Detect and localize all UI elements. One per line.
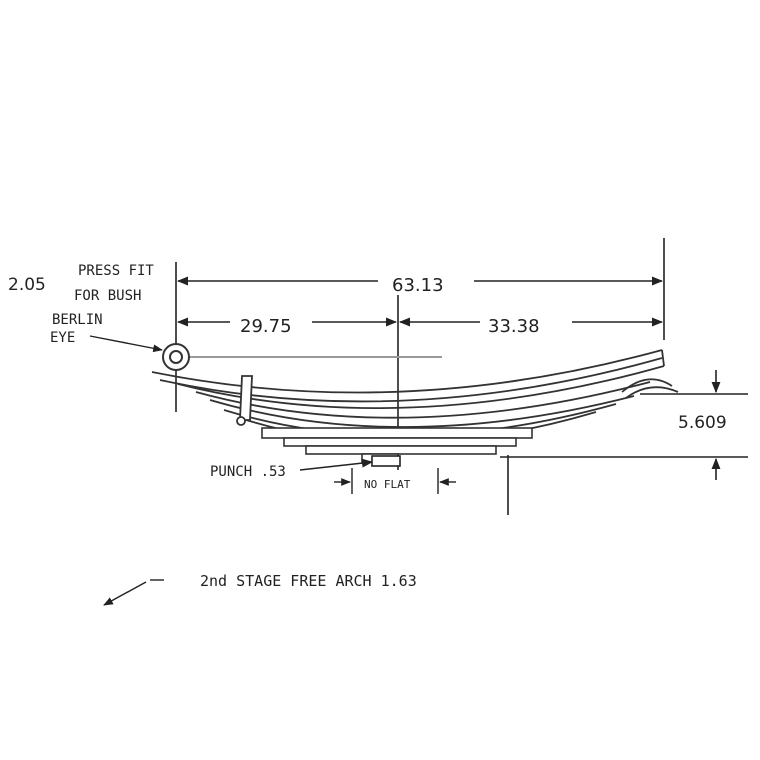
rebound-clip bbox=[236, 375, 253, 426]
press-fit-label-line2: FOR BUSH bbox=[74, 288, 141, 304]
center-punch bbox=[299, 455, 401, 471]
press-fit-label-line1: PRESS FIT bbox=[78, 263, 154, 279]
berlin-eye-label-line2: EYE bbox=[50, 330, 75, 346]
berlin-eye bbox=[162, 343, 190, 371]
overall-length-value: 63.13 bbox=[392, 275, 444, 296]
berlin-eye-label-line1: BERLIN bbox=[52, 312, 103, 328]
front-length-value: 29.75 bbox=[240, 316, 292, 337]
no-flat-label: NO FLAT bbox=[364, 478, 411, 491]
eye-offset-value: 2.05 bbox=[8, 275, 46, 295]
extension-lines bbox=[175, 238, 748, 515]
second-stage-label: 2nd STAGE FREE ARCH 1.63 bbox=[200, 572, 417, 590]
arch-height-value: 5.609 bbox=[678, 413, 727, 433]
rear-length-value: 33.38 bbox=[488, 316, 540, 337]
punch-label: PUNCH .53 bbox=[210, 464, 286, 480]
leader-lines bbox=[89, 335, 164, 606]
no-flat-dimension bbox=[334, 468, 456, 494]
